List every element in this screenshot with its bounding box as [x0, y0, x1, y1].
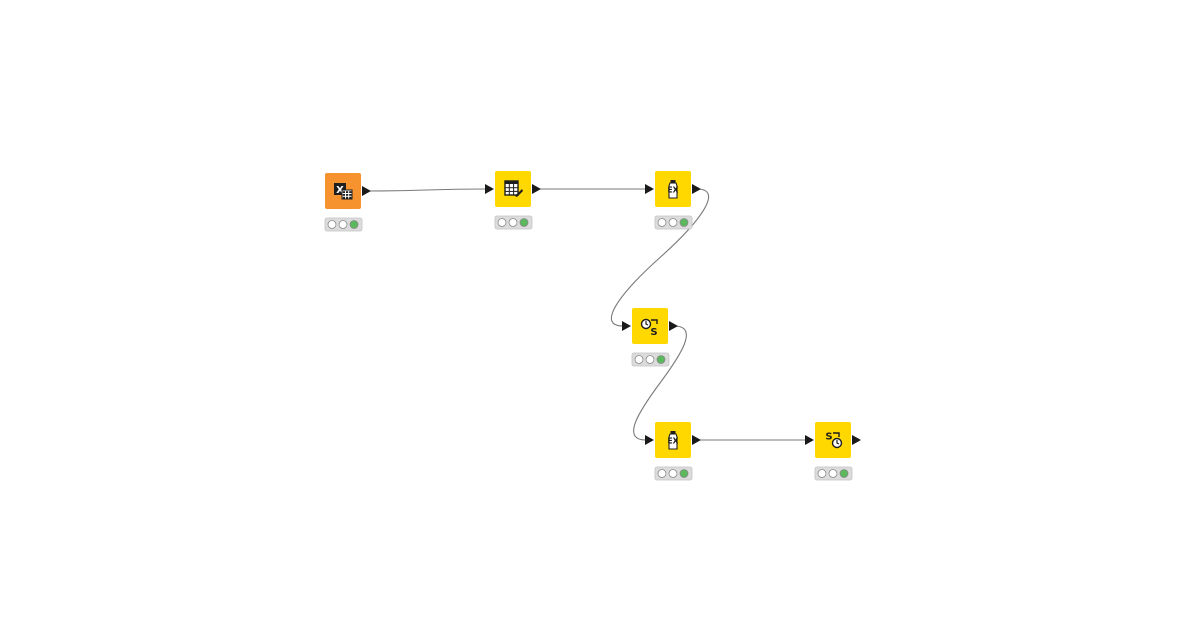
input-port-table-manipulator[interactable]	[485, 184, 494, 194]
expression-bottle-icon: EX	[668, 431, 679, 450]
status-indicator-timer-end	[814, 466, 853, 481]
output-port-excel-reader[interactable]	[362, 186, 371, 196]
nodes-layer: X EX S EX S	[324, 171, 861, 481]
connection-excel-reader-to-table-manipulator[interactable]	[366, 188, 487, 192]
input-port-expression-2[interactable]	[645, 435, 654, 445]
status-light-3	[679, 218, 689, 227]
node-timer-end[interactable]: S	[805, 422, 861, 481]
status-light-2	[668, 218, 678, 227]
node-excel-reader[interactable]: X	[324, 173, 371, 232]
status-light-3	[656, 355, 666, 364]
node-timer-start[interactable]: S	[622, 308, 678, 367]
input-port-timer-start[interactable]	[622, 321, 631, 331]
connection-expression-1-to-timer-start[interactable]	[610, 188, 710, 327]
status-indicator-expression-2	[654, 466, 693, 481]
svg-text:X: X	[336, 185, 344, 196]
excel-reader-icon: X	[334, 183, 353, 200]
timer-end-icon: S	[825, 432, 843, 449]
timer-start-icon: S	[640, 318, 658, 338]
status-light-3	[679, 469, 689, 478]
status-light-1	[327, 220, 337, 229]
output-port-timer-end[interactable]	[852, 435, 861, 445]
connections-layer	[366, 188, 806, 441]
node-expression-2[interactable]: EX	[645, 422, 701, 481]
status-light-2	[668, 469, 678, 478]
status-light-3	[519, 218, 529, 227]
status-light-1	[634, 355, 644, 364]
status-light-2	[828, 469, 838, 478]
status-light-1	[497, 218, 507, 227]
svg-text:S: S	[825, 432, 832, 443]
svg-text:EX: EX	[668, 437, 679, 446]
node-expression-1[interactable]: EX	[645, 171, 701, 230]
status-indicator-timer-start	[631, 352, 670, 367]
output-port-timer-start[interactable]	[669, 321, 678, 331]
expression-bottle-icon: EX	[668, 180, 679, 199]
status-indicator-table-manipulator	[494, 215, 533, 230]
status-light-2	[645, 355, 655, 364]
output-port-expression-1[interactable]	[692, 184, 701, 194]
status-light-2	[508, 218, 518, 227]
status-light-2	[338, 220, 348, 229]
status-light-1	[657, 218, 667, 227]
svg-text:S: S	[650, 327, 657, 338]
status-light-1	[817, 469, 827, 478]
node-table-manipulator[interactable]	[485, 171, 541, 230]
table-edit-icon	[504, 180, 523, 197]
connection-timer-start-to-expression-2[interactable]	[633, 325, 687, 441]
status-indicator-expression-1	[654, 215, 693, 230]
output-port-expression-2[interactable]	[692, 435, 701, 445]
output-port-table-manipulator[interactable]	[532, 184, 541, 194]
status-indicator-excel-reader	[324, 217, 363, 232]
status-light-3	[839, 469, 849, 478]
status-light-1	[657, 469, 667, 478]
svg-text:EX: EX	[668, 186, 679, 195]
input-port-expression-1[interactable]	[645, 184, 654, 194]
status-light-3	[349, 220, 359, 229]
input-port-timer-end[interactable]	[805, 435, 814, 445]
